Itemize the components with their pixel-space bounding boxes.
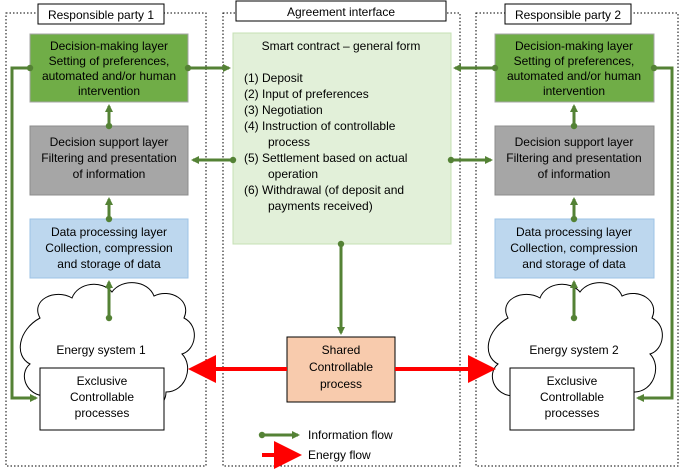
energy-system-1-label: Energy system 1 bbox=[56, 343, 146, 357]
left-data-processing-line-3: and storage of data bbox=[57, 257, 161, 271]
legend: Information flow Energy flow bbox=[258, 428, 393, 469]
contract-step-6-cont: payments received) bbox=[268, 199, 373, 213]
left-exclusive-line-2: Controllable bbox=[70, 390, 134, 404]
left-exclusive-box bbox=[39, 367, 165, 431]
left-decision-making-line-2: Setting of preferences, bbox=[49, 54, 170, 68]
left-decision-making-line-3: automated and/or human bbox=[42, 69, 176, 83]
agreement-header: Agreement interface bbox=[235, 0, 447, 22]
contract-step-6: (6) Withdrawal (of deposit and bbox=[244, 183, 404, 197]
right-exclusive-line-3: processes bbox=[545, 406, 600, 420]
right-data-processing-box bbox=[494, 218, 655, 279]
left-data-processing-line-2: Collection, compression bbox=[45, 241, 172, 255]
contract-step-3: (3) Negotiation bbox=[244, 103, 323, 117]
left-decision-support-line-1: Decision support layer bbox=[50, 135, 169, 149]
party-1-frame bbox=[5, 12, 207, 467]
shared-line-1: Shared bbox=[322, 343, 361, 357]
legend-information-flow-label: Information flow bbox=[308, 428, 393, 442]
shared-line-3: process bbox=[320, 377, 362, 391]
right-decision-making-line-2: Setting of preferences, bbox=[514, 54, 635, 68]
left-decision-making-line-4: intervention bbox=[78, 84, 140, 98]
right-data-processing-line-2: Collection, compression bbox=[510, 241, 637, 255]
contract-step-4-cont: process bbox=[268, 135, 310, 149]
agreement-title: Agreement interface bbox=[287, 5, 395, 19]
right-decision-support-line-3: of information bbox=[538, 167, 611, 181]
party-1-header: Responsible party 1 bbox=[37, 3, 165, 25]
right-decision-making-box bbox=[494, 33, 655, 103]
right-data-processing-line-1: Data processing layer bbox=[516, 225, 632, 239]
party-2-frame bbox=[475, 12, 679, 467]
contract-step-4: (4) Instruction of controllable bbox=[244, 119, 396, 133]
right-exclusive-line-1: Exclusive bbox=[547, 374, 598, 388]
information-flows bbox=[10, 64, 674, 402]
contract-step-5: (5) Settlement based on actual bbox=[244, 151, 407, 165]
contract-step-1: (1) Deposit bbox=[244, 71, 303, 85]
left-decision-making-line-1: Decision-making layer bbox=[50, 39, 168, 53]
agreement-frame bbox=[222, 12, 461, 467]
left-exclusive-line-3: processes bbox=[75, 406, 130, 420]
party-2-title: Responsible party 2 bbox=[515, 8, 621, 22]
contract-step-2: (2) Input of preferences bbox=[244, 87, 369, 101]
left-exclusive-line-1: Exclusive bbox=[77, 374, 128, 388]
right-decision-support-line-2: Filtering and presentation bbox=[506, 151, 641, 165]
right-decision-making-line-4: intervention bbox=[543, 84, 605, 98]
left-decision-making-box bbox=[29, 33, 189, 103]
party-2-header: Responsible party 2 bbox=[504, 3, 632, 25]
right-decision-making-line-3: automated and/or human bbox=[507, 69, 641, 83]
right-exclusive-box bbox=[509, 367, 635, 431]
left-decision-to-exclusive-arrow bbox=[10, 64, 38, 402]
left-decision-support-box bbox=[29, 125, 189, 196]
shared-process-box bbox=[286, 336, 396, 403]
right-data-processing-line-3: and storage of data bbox=[522, 257, 626, 271]
legend-energy-flow-label: Energy flow bbox=[308, 448, 371, 462]
left-data-processing-line-1: Data processing layer bbox=[51, 225, 167, 239]
party-1-title: Responsible party 1 bbox=[48, 8, 154, 22]
contract-step-5-cont: operation bbox=[268, 167, 318, 181]
energy-system-2-label: Energy system 2 bbox=[529, 343, 619, 357]
right-decision-support-line-1: Decision support layer bbox=[515, 135, 634, 149]
smart-contract-title: Smart contract – general form bbox=[262, 39, 421, 53]
shared-line-2: Controllable bbox=[309, 360, 373, 374]
left-decision-support-line-2: Filtering and presentation bbox=[41, 151, 176, 165]
right-decision-making-line-1: Decision-making layer bbox=[515, 39, 633, 53]
left-decision-support-line-3: of information bbox=[73, 167, 146, 181]
right-decision-to-exclusive-arrow bbox=[636, 64, 674, 402]
smart-contract-box bbox=[232, 32, 452, 245]
right-exclusive-line-2: Controllable bbox=[540, 390, 604, 404]
